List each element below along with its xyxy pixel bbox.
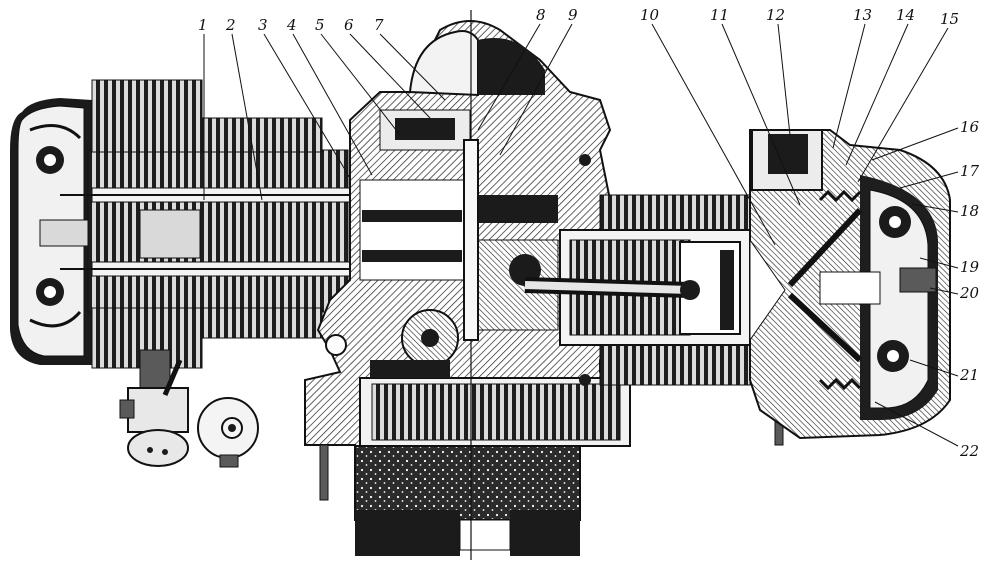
callout-17: 17 — [960, 162, 980, 180]
leader-8 — [477, 23, 541, 131]
leader-15 — [857, 27, 949, 183]
callout-10: 10 — [640, 6, 660, 24]
leader-21 — [909, 359, 959, 377]
callout-7: 7 — [374, 16, 384, 34]
crankshaft — [463, 139, 479, 341]
callout-18: 18 — [960, 202, 979, 220]
callout-20: 20 — [959, 284, 980, 302]
callout-1: 1 — [198, 16, 208, 34]
callout-13: 13 — [853, 6, 872, 24]
leader-22 — [874, 401, 959, 447]
callout-11: 11 — [710, 6, 729, 24]
carburettor — [119, 349, 259, 468]
leader-9 — [499, 23, 573, 156]
leader-16 — [871, 127, 959, 161]
callout-16: 16 — [960, 118, 980, 136]
callout-19: 19 — [960, 258, 980, 276]
right-cylinder-head — [749, 129, 951, 440]
leader-20 — [929, 287, 959, 295]
callout-8: 8 — [536, 6, 546, 24]
callout-14: 14 — [896, 6, 915, 24]
leader-19 — [919, 257, 959, 269]
leader-12 — [777, 23, 791, 136]
leader-13 — [832, 23, 866, 149]
callout-6: 6 — [344, 16, 354, 34]
right-cylinder — [524, 194, 751, 386]
leader-7 — [379, 33, 446, 101]
left-cylinder-head — [10, 98, 92, 365]
leader-11 — [721, 23, 801, 206]
leader-5 — [320, 33, 401, 136]
leader-3 — [263, 33, 351, 179]
callout-4: 4 — [286, 16, 297, 34]
callout-3: 3 — [258, 16, 268, 34]
leader-6 — [349, 33, 431, 119]
callout-12: 12 — [766, 6, 785, 24]
callout-5: 5 — [315, 16, 325, 34]
callouts: 1 2 3 4 5 6 7 8 9 10 11 12 13 — [198, 6, 980, 460]
left-cylinder-fins — [60, 79, 360, 369]
callout-22: 22 — [959, 442, 979, 460]
leader-2 — [231, 33, 263, 201]
leader-17 — [899, 171, 959, 189]
callout-2: 2 — [225, 16, 236, 34]
leader-14 — [845, 23, 909, 166]
leader-18 — [911, 203, 959, 213]
leader-4 — [292, 33, 373, 176]
callout-15: 15 — [940, 10, 959, 28]
leader-10 — [651, 23, 776, 246]
callout-21: 21 — [959, 366, 979, 384]
callout-9: 9 — [568, 6, 578, 24]
